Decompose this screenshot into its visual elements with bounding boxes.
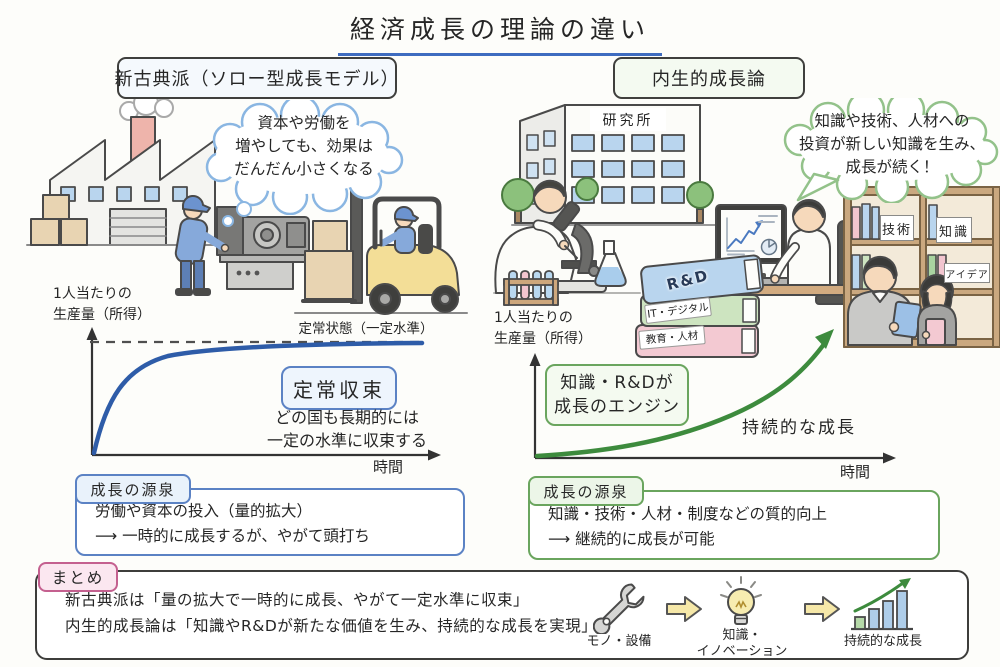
speech-bubble-cloud xyxy=(783,98,999,203)
forklift-driver xyxy=(379,206,419,254)
endogenous-source-tab: 成長の源泉 xyxy=(528,476,644,506)
sustained-growth-label: 持続的な成長 xyxy=(742,418,856,438)
thought-bubble-cloud xyxy=(205,100,404,215)
page-title: 経済成長の理論の違い xyxy=(337,8,663,56)
neoclassical-source-tab: 成長の源泉 xyxy=(75,474,191,504)
thought-bubble-tail-circle xyxy=(236,201,252,217)
neoclassical-chart xyxy=(86,327,441,461)
cargo-boxes xyxy=(30,194,88,246)
growth-engine-box: 知識・R&Dが 成長のエンジン xyxy=(545,364,689,426)
trees xyxy=(501,177,714,224)
shelf-card-technology: 技術 xyxy=(880,215,914,241)
sustained-growth-curve xyxy=(534,337,830,459)
wrench-icon xyxy=(593,583,645,634)
researcher-at-computer xyxy=(689,199,869,324)
speech-bubble-tail xyxy=(796,172,840,202)
test-tube-rack xyxy=(503,270,559,306)
convergence-curve xyxy=(91,340,425,456)
thought-bubble-tail-circle xyxy=(222,215,234,227)
forklift xyxy=(294,186,468,315)
neoclassical-heading: 新古典派（ソロー型成長モデル） xyxy=(115,57,399,99)
endogenous-chart xyxy=(529,329,896,464)
flow-arrow-icon xyxy=(666,596,702,622)
neoclassical-bubble-text: 資本や労働を 増やしても、効果は だんだん小さくなる xyxy=(234,114,374,178)
woman-with-book xyxy=(917,274,957,346)
smoke xyxy=(119,95,174,121)
researcher-with-microscope xyxy=(493,179,641,306)
shelf-card-idea: アイデア xyxy=(944,263,990,283)
factory-scene-illustration xyxy=(26,95,468,315)
forklift-guard xyxy=(372,196,442,250)
building-sign: 研究所 xyxy=(590,108,666,131)
convergence-note: どの国も長期的には 一定の水準に収束する xyxy=(266,408,427,450)
summary-line-1: 新古典派は「量の拡大で一時的に成長、やがて一定水準に収束」 xyxy=(65,591,530,609)
steady-state-label: 定常状態（一定水準） xyxy=(298,321,434,337)
building-windows xyxy=(571,134,685,204)
summary-box: 新古典派は「量の拡大で一時的に成長、やがて一定水準に収束」 内生的成長論は「知識… xyxy=(35,570,969,660)
shelf-card-knowledge: 知識 xyxy=(936,217,972,243)
endogenous-source-box: 知識・技術・人材・制度などの質的向上 ⟶ 継続的に成長が可能 xyxy=(528,490,940,560)
growth-chart-icon xyxy=(851,578,913,631)
flask xyxy=(594,240,627,287)
endogenous-bubble-text: 知識や技術、人材への 投資が新しい知識を生み、 成長が続く！ xyxy=(798,112,985,176)
convergence-box: 定常収束 xyxy=(281,366,397,410)
flow-step1-label: モノ・設備 xyxy=(586,634,652,649)
lathe-machine xyxy=(216,206,310,290)
endogenous-heading: 内生的成長論 xyxy=(613,57,805,99)
lightbulb-icon xyxy=(720,576,762,625)
people-with-books xyxy=(847,255,957,346)
summary-line-2: 内生的成長論は「知識やR&Dが新たな価値を生み、持続的な成長を実現」 xyxy=(65,617,598,635)
worker-cap xyxy=(181,195,211,213)
left-chart-x-axis-label: 時間 xyxy=(372,458,403,476)
flow-step2-label: 知識・ イノベーション xyxy=(696,628,788,659)
flow-step3-label: 持続的な成長 xyxy=(843,634,922,649)
factory-building xyxy=(26,95,226,246)
monitor xyxy=(715,204,787,278)
factory-worker xyxy=(174,195,230,296)
flow-arrow-icon xyxy=(804,596,840,622)
researcher-hair xyxy=(532,179,567,198)
summary-tab: まとめ xyxy=(38,562,118,592)
right-chart-x-axis-label: 時間 xyxy=(839,463,870,481)
screen-growth-chart xyxy=(727,223,761,249)
left-chart-y-axis-label: 1人当たりの 生産量（所得） xyxy=(53,286,151,323)
right-chart-y-axis-label: 1人当たりの 生産量（所得） xyxy=(494,310,592,347)
